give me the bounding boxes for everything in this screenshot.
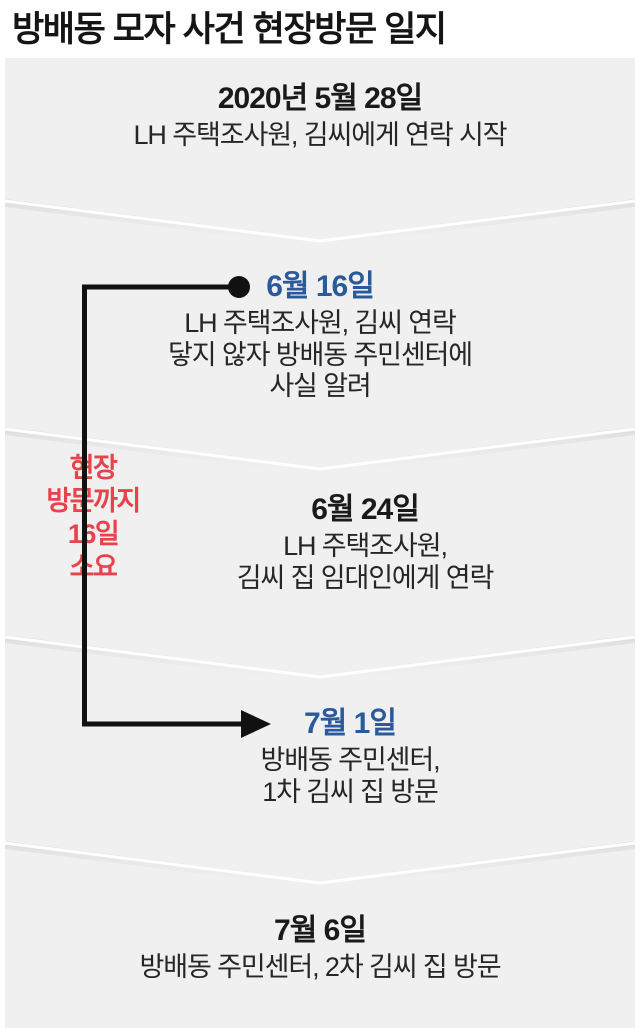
stage-3-date: 6월 24일 [311, 493, 420, 526]
stage-1-date: 2020년 5월 28일 [217, 82, 423, 115]
title-bar: 방배동 모자 사건 현장방문 일지 [0, 0, 640, 58]
timeline-stage-1: 2020년 5월 28일 LH 주택조사원, 김씨에게 연락 시작 [5, 82, 635, 152]
chevron-separator-4 [5, 841, 635, 893]
stage-3-body: LH 주택조사원, 김씨 집 임대인에게 연락 [236, 531, 495, 593]
timeline-stage-4: 7월 1일 방배동 주민센터, 1차 김씨 집 방문 [65, 707, 635, 808]
stage-4-body: 방배동 주민센터, 1차 김씨 집 방문 [260, 745, 441, 807]
stage-4-date: 7월 1일 [304, 707, 397, 740]
stage-2-date: 6월 16일 [266, 270, 375, 303]
timeline-stage-2: 6월 16일 LH 주택조사원, 김씨 연락 닿지 않자 방배동 주민센터에 사… [5, 270, 635, 403]
elapsed-days-callout: 현장 방문까지 16일 소요 [46, 453, 141, 582]
stage-5-body: 방배동 주민센터, 2차 김씨 집 방문 [139, 952, 502, 983]
chevron-separator-3 [5, 635, 635, 687]
stage-2-body: LH 주택조사원, 김씨 연락 닿지 않자 방배동 주민센터에 사실 알려 [167, 308, 473, 402]
page-title: 방배동 모자 사건 현장방문 일지 [12, 9, 447, 49]
chevron-separator-1 [5, 199, 635, 251]
stage-5-date: 7월 6일 [274, 914, 367, 947]
timeline-stage-5: 7월 6일 방배동 주민센터, 2차 김씨 집 방문 [5, 914, 635, 984]
timeline-stage-3: 6월 24일 LH 주택조사원, 김씨 집 임대인에게 연락 [95, 493, 635, 594]
stage-1-body: LH 주택조사원, 김씨에게 연락 시작 [133, 120, 508, 151]
timeline-panel: 2020년 5월 28일 LH 주택조사원, 김씨에게 연락 시작 6월 16일 [5, 58, 635, 1028]
